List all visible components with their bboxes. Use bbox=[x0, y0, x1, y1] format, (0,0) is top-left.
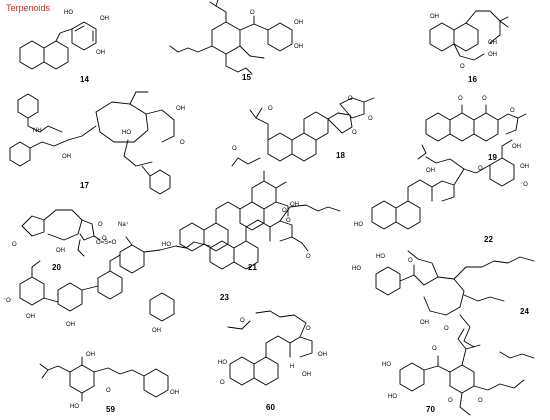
compound-number: 18 bbox=[336, 151, 345, 160]
svg-text:O: O bbox=[478, 398, 483, 404]
svg-text:HO: HO bbox=[388, 394, 397, 400]
compound-16: OH OH OH O 16 bbox=[429, 10, 509, 84]
compound-20: O OH O O 20 bbox=[12, 209, 107, 272]
svg-text:O: O bbox=[250, 10, 255, 16]
compound-number: 15 bbox=[242, 73, 251, 82]
compound-number: 19 bbox=[488, 153, 497, 162]
svg-text:OH: OH bbox=[488, 52, 497, 58]
compound-14: HO OH OH 14 bbox=[19, 10, 109, 84]
svg-text:O: O bbox=[458, 96, 463, 102]
svg-text:HO: HO bbox=[122, 130, 131, 136]
svg-text:OH: OH bbox=[420, 320, 429, 326]
svg-text:O: O bbox=[268, 106, 273, 112]
compound-70: HO HO O O O 70 bbox=[382, 328, 535, 416]
svg-text:OH: OH bbox=[294, 44, 303, 50]
svg-text:HO: HO bbox=[218, 360, 227, 366]
svg-text:O: O bbox=[352, 130, 357, 136]
svg-text:O: O bbox=[368, 116, 373, 122]
svg-text:HO: HO bbox=[382, 362, 391, 368]
svg-text:O: O bbox=[220, 380, 225, 386]
svg-text:O: O bbox=[12, 242, 17, 248]
compound-19: O O O 19 bbox=[425, 96, 527, 162]
svg-text:OH: OH bbox=[86, 352, 95, 358]
svg-text:OH: OH bbox=[520, 164, 529, 170]
compound-22: HO OH OH OH ⁻O O 22 bbox=[354, 139, 529, 244]
compound-number: 24 bbox=[520, 307, 529, 316]
svg-text:H: H bbox=[290, 364, 294, 370]
compound-number: 22 bbox=[484, 235, 493, 244]
svg-text:O: O bbox=[306, 254, 311, 260]
compound-number: 17 bbox=[80, 181, 89, 190]
section-title: Terpenoids bbox=[6, 3, 51, 13]
svg-text:O: O bbox=[482, 96, 487, 102]
compound-number: 23 bbox=[220, 293, 229, 302]
svg-text:OH: OH bbox=[152, 328, 161, 334]
svg-text:OH: OH bbox=[430, 14, 439, 20]
compound-15: O OH OH 15 bbox=[169, 0, 303, 82]
svg-text:HO: HO bbox=[352, 266, 361, 272]
svg-text:OH: OH bbox=[100, 16, 109, 22]
compound-60: HO O O OH OH H O 60 bbox=[218, 310, 327, 412]
svg-text:OH: OH bbox=[302, 372, 311, 378]
svg-text:OH: OH bbox=[488, 40, 497, 46]
svg-text:OH: OH bbox=[62, 154, 71, 160]
svg-text:OH: OH bbox=[512, 144, 521, 150]
svg-text:OH: OH bbox=[318, 352, 327, 358]
compound-59: OH HO O OH 59 bbox=[39, 352, 179, 414]
compound-24: HO HO O OH O 24 bbox=[352, 250, 535, 348]
compound-number: 16 bbox=[468, 75, 477, 84]
svg-text:OH: OH bbox=[170, 390, 179, 396]
svg-text:OH: OH bbox=[26, 314, 35, 320]
compound-number: 21 bbox=[248, 263, 257, 272]
svg-text:⁻O: ⁻O bbox=[3, 298, 11, 304]
svg-text:HO: HO bbox=[354, 222, 363, 228]
compound-number: 14 bbox=[80, 75, 89, 84]
compound-number: 60 bbox=[266, 403, 275, 412]
compound-number: 20 bbox=[52, 263, 61, 272]
svg-text:O: O bbox=[408, 258, 413, 264]
svg-text:HO: HO bbox=[376, 254, 385, 260]
svg-text:⁻O: ⁻O bbox=[520, 182, 528, 188]
svg-text:NH: NH bbox=[33, 128, 42, 134]
svg-text:O: O bbox=[444, 326, 449, 332]
svg-text:Na⁺: Na⁺ bbox=[118, 221, 129, 228]
svg-text:O: O bbox=[240, 318, 245, 324]
svg-text:OH: OH bbox=[294, 20, 303, 26]
svg-text:O: O bbox=[286, 218, 291, 224]
svg-text:HO: HO bbox=[70, 404, 79, 410]
svg-text:OH: OH bbox=[66, 322, 75, 328]
compound-18: O O O O O 18 bbox=[231, 96, 375, 167]
svg-text:HO: HO bbox=[162, 242, 171, 248]
svg-text:O: O bbox=[510, 108, 515, 114]
svg-text:O: O bbox=[106, 388, 111, 394]
svg-text:OH: OH bbox=[290, 202, 299, 208]
svg-text:O: O bbox=[180, 140, 185, 146]
svg-text:O: O bbox=[98, 222, 103, 228]
svg-text:O: O bbox=[448, 398, 453, 404]
svg-text:O=S=O: O=S=O bbox=[96, 240, 117, 246]
svg-text:O: O bbox=[348, 96, 353, 102]
svg-text:O: O bbox=[460, 64, 465, 70]
svg-text:OH: OH bbox=[56, 248, 65, 254]
svg-text:OH: OH bbox=[96, 50, 105, 56]
compound-21: HO OH O 21 bbox=[162, 170, 299, 272]
svg-text:O: O bbox=[432, 346, 437, 352]
compound-number: 59 bbox=[106, 405, 115, 414]
svg-text:O: O bbox=[232, 146, 237, 152]
svg-text:HO: HO bbox=[64, 10, 73, 16]
svg-text:O: O bbox=[282, 208, 287, 214]
svg-text:O: O bbox=[306, 326, 311, 332]
svg-text:O: O bbox=[102, 236, 107, 242]
compound-23: ⁻O OH OH O=S=O Na⁺ OH O O 23 bbox=[3, 204, 341, 334]
svg-text:OH: OH bbox=[426, 168, 435, 174]
svg-text:OH: OH bbox=[176, 106, 185, 112]
compound-17: NH OH OH HO O 17 bbox=[9, 91, 185, 195]
compound-number: 70 bbox=[426, 405, 435, 414]
svg-text:O: O bbox=[478, 166, 483, 172]
